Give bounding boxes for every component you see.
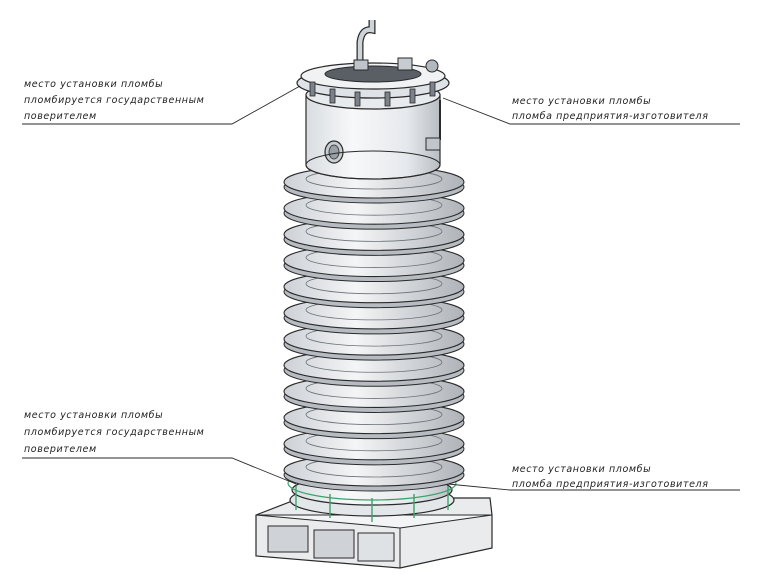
- callout-line: поверителем: [24, 111, 97, 122]
- callout-line: пломба предприятия-изготовителя: [512, 111, 709, 122]
- top-housing: [296, 20, 450, 180]
- callout-line: поверителем: [24, 444, 97, 455]
- leader-bottom-right: [447, 483, 740, 491]
- callout-line: место установки пломбы: [512, 464, 651, 475]
- insulator-sheds: [283, 165, 465, 492]
- callout-line: пломбируется государственным: [24, 427, 204, 438]
- callout-top-right: место установки пломбы пломба предприяти…: [512, 96, 709, 122]
- base-plate: [255, 497, 493, 569]
- leader-top-right: [442, 97, 740, 125]
- callout-top-left: место установки пломбы пломбируется госу…: [24, 79, 204, 122]
- seal-marker-bottom: [295, 486, 449, 522]
- flange-bolts: [309, 81, 436, 107]
- callout-line: место установки пломбы: [24, 79, 163, 90]
- callout-bottom-left: место установки пломбы пломбируется госу…: [24, 410, 204, 455]
- callout-line: место установки пломбы: [512, 96, 651, 107]
- callout-line: место установки пломбы: [24, 410, 163, 421]
- leader-bottom-left: [22, 457, 297, 485]
- leader-lines: [22, 85, 740, 491]
- leader-top-left: [22, 85, 301, 125]
- callout-line: пломбируется государственным: [24, 95, 204, 106]
- callout-line: пломба предприятия-изготовителя: [512, 479, 709, 490]
- seal-marker-top: [425, 137, 441, 151]
- callout-bottom-right: место установки пломбы пломба предприяти…: [512, 464, 709, 490]
